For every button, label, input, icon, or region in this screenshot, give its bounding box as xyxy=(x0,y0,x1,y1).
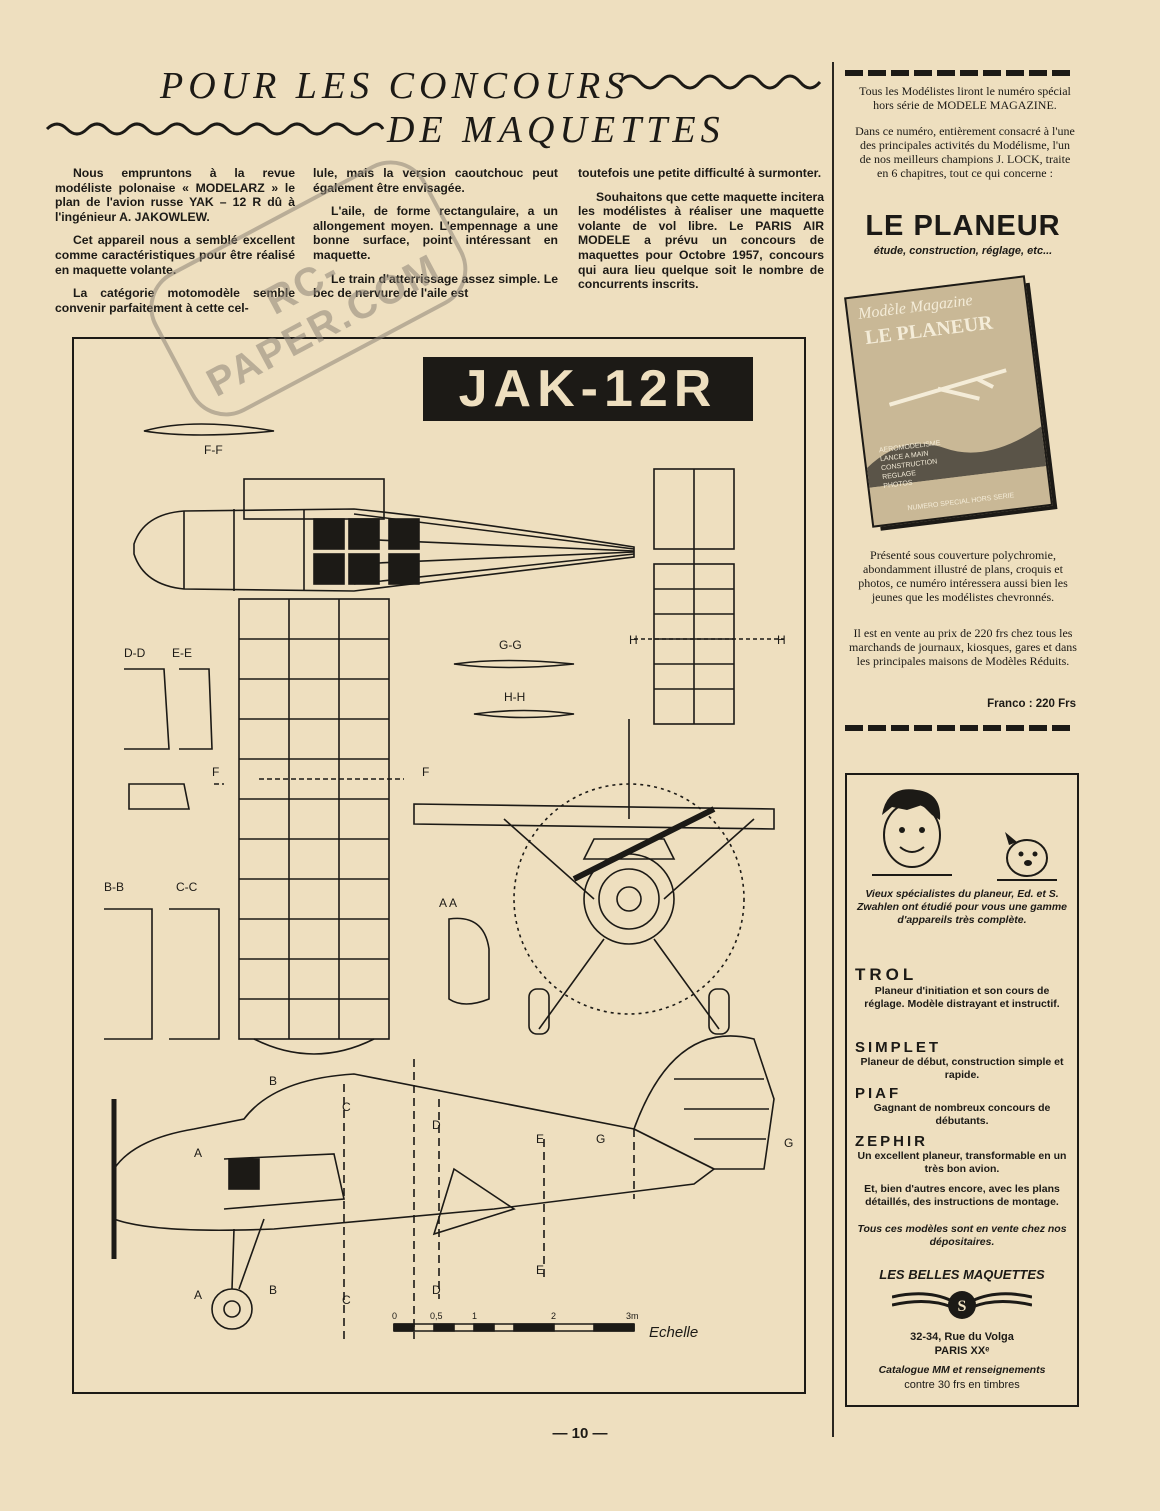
rudder-side-view xyxy=(633,1035,775,1170)
section-hh-profile xyxy=(473,709,575,719)
page-number: — 10 — xyxy=(552,1425,608,1442)
ad-catalogue-2: contre 30 frs en timbres xyxy=(904,1379,1020,1391)
column-rule xyxy=(832,62,834,1437)
scale-tick: 0 xyxy=(392,1311,397,1321)
ad-more: Et, bien d'autres encore, avec les plans… xyxy=(864,1183,1060,1208)
promo-body: Dans ce numéro, entièrement consacré à l… xyxy=(855,124,1075,180)
paragraph: Cet appareil nous a semblé excellent com… xyxy=(55,233,295,277)
label-bb: B-B xyxy=(104,880,124,894)
product-desc: Planeur d'initiation et son cours de rég… xyxy=(864,985,1060,1010)
label-h-left: H xyxy=(629,633,638,647)
article-column-1: Nous empruntons à la revue modéliste pol… xyxy=(55,166,295,324)
title-line-1: POUR LES CONCOURS xyxy=(160,65,630,107)
ad-address-1: 32-34, Rue du Volga xyxy=(910,1331,1014,1343)
promo-para-2: Il est en vente au prix de 220 frs chez … xyxy=(849,626,1077,668)
ad-more-italic: Tous ces modèles sont en vente chez nos … xyxy=(857,1223,1067,1248)
paragraph: La catégorie motomodèle semble convenir … xyxy=(55,286,295,315)
promo-subhead: étude, construction, réglage, etc... xyxy=(873,245,1053,257)
label-a-bottom: A xyxy=(194,1288,202,1302)
front-view-wing xyxy=(413,803,775,830)
section-ff-profile xyxy=(143,423,275,436)
promo-headline: LE PLANEUR xyxy=(865,210,1061,242)
label-gg: G-G xyxy=(499,638,522,652)
glider-icon xyxy=(888,368,1007,407)
product-name: SIMPLET xyxy=(855,1039,942,1056)
label-ff: F-F xyxy=(204,443,223,457)
title-line-2: DE MAQUETTES xyxy=(387,109,725,151)
magazine-cover-image: Modèle Magazine LE PLANEUR AEROMODELISME… xyxy=(844,274,1062,535)
fuselage-side-view xyxy=(113,1073,716,1232)
scale-label: Echelle xyxy=(649,1324,698,1341)
scale-tick: 0,5 xyxy=(430,1311,443,1321)
label-ee: E-E xyxy=(172,646,192,660)
article-column-2: lule, mais la version caoutchouc peut ég… xyxy=(313,166,558,310)
scale-tick: 3m xyxy=(626,1311,639,1321)
ad-catalogue: Catalogue MM et renseignements xyxy=(878,1364,1046,1376)
product-desc: Gagnant de nombreux concours de débutant… xyxy=(873,1102,1051,1127)
svg-text:S: S xyxy=(958,1298,967,1315)
scale-tick: 1 xyxy=(472,1311,477,1321)
ad-address-2: PARIS XXᵉ xyxy=(934,1345,990,1357)
product-desc: Un excellent planeur, transformable en u… xyxy=(857,1150,1067,1175)
paragraph: toutefois une petite difficulté à surmon… xyxy=(578,166,822,180)
label-c-bottom: C xyxy=(342,1293,351,1307)
label-c-top: C xyxy=(342,1100,351,1114)
product-name: ZEPHIR xyxy=(855,1133,929,1150)
product-trol: TROL Planeur d'initiation et son cours d… xyxy=(855,965,1069,1011)
label-hh: H-H xyxy=(504,690,525,704)
paragraph: lule, mais la version caoutchouc peut ég… xyxy=(313,166,558,195)
aircraft-plan-drawing: F-F D-D E-E G-G H-H H H F F B-B C-C A A … xyxy=(104,423,793,1341)
ad-box: Vieux spécialistes du planeur, Ed. et S.… xyxy=(845,773,1079,1407)
product-simplet: SIMPLET Planeur de début, construction s… xyxy=(855,1039,1069,1082)
label-h-right: H xyxy=(777,633,786,647)
label-g-right: G xyxy=(784,1136,793,1150)
paragraph: L'aile, de forme rectangulaire, a un all… xyxy=(313,204,558,262)
promo-price: Franco : 220 Frs xyxy=(987,698,1076,710)
dog-illustration xyxy=(997,832,1057,881)
label-b-bottom: B xyxy=(269,1283,277,1297)
wing-top-view xyxy=(243,478,385,520)
plan-banner-text: JAK-12R xyxy=(458,360,718,418)
label-a-top: A xyxy=(194,1146,202,1160)
label-f-right: F xyxy=(422,765,429,779)
label-d-bottom: D xyxy=(432,1283,441,1297)
title-swash-left xyxy=(45,122,385,136)
title-swash-right xyxy=(618,74,822,90)
label-b-top: B xyxy=(269,1074,277,1088)
ad-intro: Vieux spécialistes du planeur, Ed. et S.… xyxy=(856,888,1068,926)
label-aa: A A xyxy=(439,896,457,910)
product-name: TROL xyxy=(855,965,918,984)
label-e-bottom: E xyxy=(536,1263,544,1277)
cover-face: Modèle Magazine LE PLANEUR AEROMODELISME… xyxy=(844,275,1054,528)
section-gg-profile xyxy=(453,659,575,669)
divider-dashed xyxy=(845,70,1075,76)
landscape-icon xyxy=(867,426,1047,488)
label-e-top: E xyxy=(536,1132,544,1146)
promo-intro: Tous les Modélistes liront le numéro spé… xyxy=(859,84,1071,112)
paragraph: Souhaitons que cette maquette incitera l… xyxy=(578,189,824,292)
product-zephir: ZEPHIR Un excellent planeur, transformab… xyxy=(855,1133,1069,1176)
wings-emblem-icon: S xyxy=(892,1291,1032,1319)
paragraph: Nous empruntons à la revue modéliste pol… xyxy=(55,166,295,224)
label-cc: C-C xyxy=(176,880,198,894)
label-dd: D-D xyxy=(124,646,146,660)
fuselage-top-view xyxy=(133,508,635,592)
label-g-left: G xyxy=(596,1132,605,1146)
plan-banner: JAK-12R xyxy=(423,357,753,421)
product-piaf: PIAF Gagnant de nombreux concours de déb… xyxy=(855,1085,1069,1128)
scale-tick: 2 xyxy=(551,1311,556,1321)
label-d-top: D xyxy=(432,1118,441,1132)
product-name: PIAF xyxy=(855,1085,902,1102)
promo-para-1: Présenté sous couverture polychromie, ab… xyxy=(858,548,1068,604)
brand-logo: LES BELLES MAQUETTES xyxy=(879,1267,1045,1282)
plan-frame xyxy=(72,337,806,1394)
product-desc: Planeur de début, construction simple et… xyxy=(860,1056,1064,1081)
divider-dashed xyxy=(845,725,1075,731)
paragraph: Le train d'atterrissage assez simple. Le… xyxy=(313,271,558,301)
article-column-3: toutefois une petite difficulté à surmon… xyxy=(578,166,824,301)
label-f-left: F xyxy=(212,765,219,779)
boy-face-illustration xyxy=(872,789,952,876)
cover-list: AEROMODELISME LANCE A MAIN CONSTRUCTION … xyxy=(878,439,945,491)
